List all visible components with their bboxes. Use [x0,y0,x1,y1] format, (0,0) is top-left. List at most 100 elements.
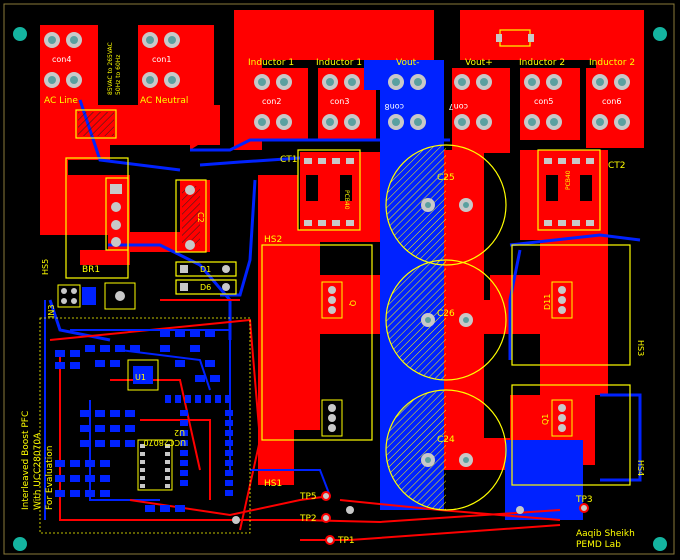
terminal-pads-5 [388,74,426,130]
control-smd-pads [55,330,233,512]
terminal-drill [528,78,536,86]
board-title-2: With UCC28070A [33,432,43,510]
u2-label: U2 [174,428,185,437]
terminal-drill [146,76,154,84]
pcb-right-label: PCB40 [565,170,572,190]
terminal-drill [596,118,604,126]
control-area-outline [39,317,251,534]
inductor-2a-label: Inductor 2 [519,58,565,68]
terminal-drill [168,76,176,84]
tp1-label: TP1 [337,536,355,546]
hs3-label: HS3 [636,340,645,356]
terminal-drill [348,78,356,86]
u2-outline [137,439,173,491]
terminal-pads-2 [142,32,180,88]
mounting-hole-top-left [13,27,27,41]
terminal-drill [280,118,288,126]
d6-label: D6 [200,283,211,292]
ct1-label: CT1 [280,155,298,165]
terminal-drill [618,78,626,86]
terminal-drill [348,118,356,126]
mounting-hole-bottom-left [13,537,27,551]
c2-label: C2 [196,212,205,223]
hs5-label: HS5 [41,259,50,275]
mounting-hole-bottom-right [653,537,667,551]
terminal-drill [596,78,604,86]
q-label: Q [348,300,357,306]
c24-label: C24 [437,435,455,445]
terminal-drill [458,78,466,86]
terminal-drill [392,118,400,126]
con5-label: con5 [534,97,553,106]
con8-label: con8 [385,102,404,111]
terminal-pads-6 [454,74,492,130]
silkscreen-labels: con4 con1 con2 con3 con8 con7 con5 con6 [52,55,621,111]
terminal-drill [258,118,266,126]
author-line-1: Aaqib Sheikh [576,529,635,539]
con2-label: con2 [262,97,281,106]
terminal-drill [258,78,266,86]
terminal-drill [392,78,400,86]
inductor-2b-label: Inductor 2 [589,58,635,68]
con6-label: con6 [602,97,621,106]
author-line-2: PEMD Lab [576,540,621,550]
ct2-label: CT2 [608,161,626,171]
terminal-drill [550,78,558,86]
u1-outline [127,359,159,391]
capacitor-hatching [78,112,446,510]
hs4-label: HS4 [636,460,645,476]
mounting-hole-top-right [653,27,667,41]
d11-label: D11 [543,294,552,310]
inductor-1a-label: Inductor 1 [248,58,294,68]
ucc28070-label: UCC28070 [144,438,186,447]
ac-neutral-label: AC Neutral [140,96,188,106]
vout-minus-label: Vout- [396,58,419,68]
terminal-drill [70,76,78,84]
hs2-label: HS2 [264,235,282,245]
ac-spec-line-2: 50Hz to 60Hz [115,55,122,95]
con1-label: con1 [152,55,171,64]
terminal-drill [414,78,422,86]
terminal-drill [48,76,56,84]
tp3-label: TP3 [575,495,593,505]
terminal-pads-7 [524,74,562,130]
c25-label: C25 [437,173,455,183]
capacitor-pads [421,198,473,467]
in3-label: IN3 [47,305,56,318]
terminal-drill [550,118,558,126]
terminal-drill [528,118,536,126]
terminal-pads-1 [44,32,82,88]
terminal-drill [70,36,78,44]
terminal-drill [618,118,626,126]
q1-label: Q1 [541,414,550,425]
board-title-1: Interleaved Boost PFC [21,411,31,510]
d1-label: D1 [200,265,211,274]
pcb-left-label: PCB40 [343,190,350,210]
inductor-1b-label: Inductor 1 [316,58,362,68]
terminal-drill [326,78,334,86]
terminal-drill [458,118,466,126]
c26-label: C26 [437,309,455,319]
terminal-pads-3 [254,74,292,130]
br1-label: BR1 [82,265,100,275]
board-title-3: For Evaluation [45,446,55,510]
board-outline [3,3,675,555]
silkscreen-rotated-text: 85VAC to 265VAC 50Hz to 60Hz HS5 HS3 HS4… [21,42,645,510]
ac-line-label: AC Line [44,96,78,106]
terminal-drill [146,36,154,44]
con4-label: con4 [52,55,71,64]
terminal-drill [480,78,488,86]
connector-pads [44,32,630,130]
control-ics [57,282,173,491]
tp2-label: TP2 [299,514,317,524]
terminal-drill [480,118,488,126]
tp5-label: TP5 [299,492,317,502]
terminal-pads-4 [322,74,360,130]
terminal-drill [326,118,334,126]
terminal-drill [168,36,176,44]
silkscreen-text: AC Line AC Neutral Inductor 1 Inductor 1… [44,58,635,550]
con3-label: con3 [330,97,349,106]
ac-spec-line-1: 85VAC to 265VAC [107,42,114,95]
terminal-pads-8 [592,74,630,130]
